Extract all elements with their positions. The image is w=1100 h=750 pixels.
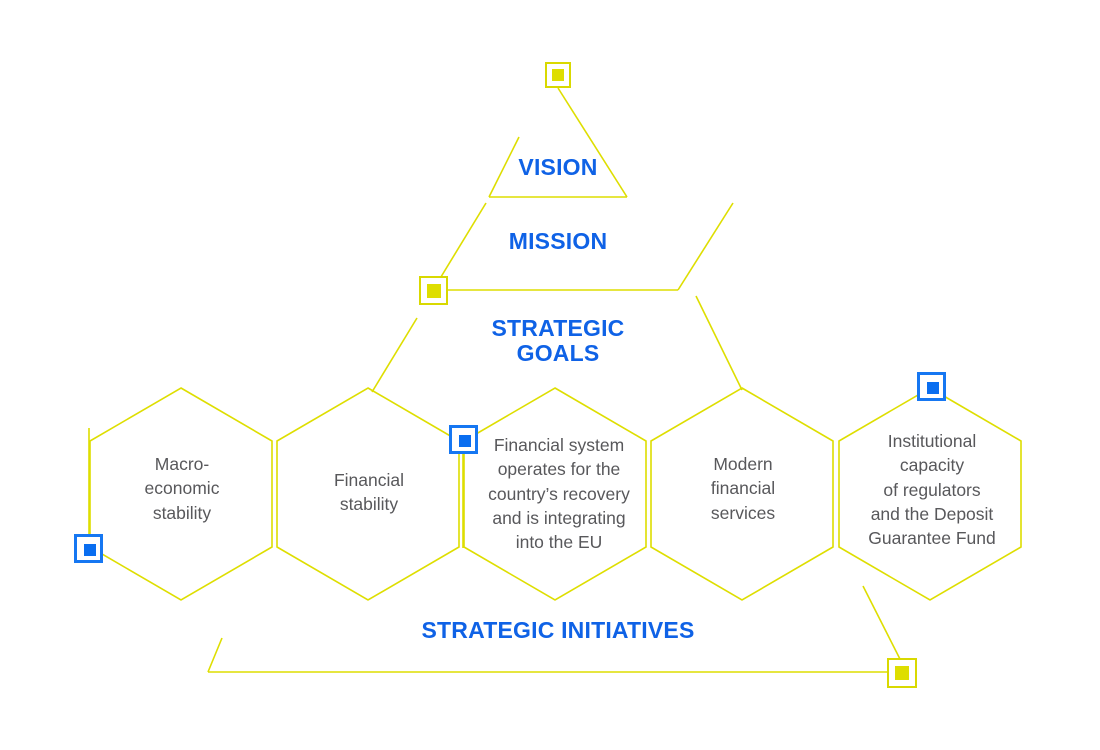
hexagon-label-institutional-capacity: Institutional capacity of regulators and…	[868, 431, 996, 549]
goals-left-edge	[371, 317, 418, 393]
marker-goal-center[interactable]	[449, 425, 478, 454]
marker-vision-apex[interactable]	[545, 62, 571, 88]
marker-initiatives-right-core	[895, 666, 909, 680]
mission-right-edge	[677, 202, 734, 291]
hexagon-label-macro-economic-stability: Macro- economic stability	[144, 454, 220, 523]
vision-left-edge	[488, 136, 520, 198]
layer-label-strategic-initiatives: STRATEGIC INITIATIVES	[421, 617, 695, 643]
layer-label-vision: VISION	[518, 154, 598, 180]
hexagon-label-financial-system-eu: Financial system operates for the countr…	[488, 435, 630, 553]
layer-label-mission: MISSION	[508, 228, 608, 254]
mission-left-edge	[432, 202, 487, 291]
goals-right-edge	[695, 295, 743, 391]
hexagon-label-financial-stability: Financial stability	[333, 470, 405, 515]
initiatives-right-diagonal	[862, 585, 904, 666]
marker-goal-center-core	[459, 435, 471, 447]
marker-mission-left-core	[427, 284, 441, 298]
hexagon-label-modern-financial-services: Modern financial services	[710, 454, 776, 523]
vision-right-edge	[557, 87, 628, 198]
hexagon-modern-financial-services	[650, 387, 834, 601]
marker-initiatives-right[interactable]	[887, 658, 917, 688]
marker-goal-right-core	[927, 382, 939, 394]
marker-goal-left-core	[84, 544, 96, 556]
marker-vision-apex-core	[552, 69, 564, 81]
layer-label-strategic-goals: STRATEGIC GOALS	[491, 315, 625, 366]
marker-goal-right[interactable]	[917, 372, 946, 401]
hexagon-macro-economic-stability	[89, 387, 273, 601]
initiatives-left-slant	[207, 637, 223, 673]
hexagon-institutional-capacity	[838, 387, 1022, 601]
marker-mission-left[interactable]	[419, 276, 448, 305]
marker-goal-left[interactable]	[74, 534, 103, 563]
